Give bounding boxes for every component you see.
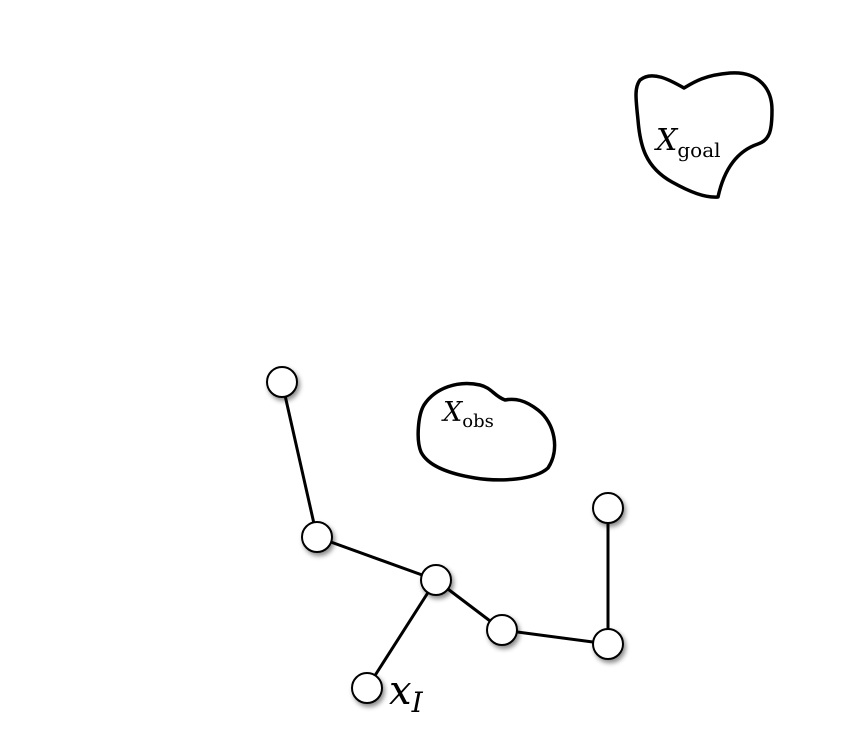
tree-node: [266, 366, 298, 398]
root-subscript: I: [411, 686, 424, 719]
root-symbol: x: [389, 668, 412, 714]
obstacle-region-outline: [416, 381, 557, 482]
tree-node: [592, 628, 624, 660]
goal-symbol: X: [654, 123, 679, 158]
tree-node: [592, 492, 624, 524]
goal-subscript: goal: [677, 138, 720, 162]
obstacle-region: Xobs: [416, 381, 557, 482]
obstacle-subscript: obs: [462, 411, 494, 432]
tree-edge: [501, 628, 609, 646]
tree-node: [486, 614, 518, 646]
tree-root-label: xI: [389, 668, 424, 719]
tree-root-node: [351, 672, 383, 704]
goal-region-outline: [634, 71, 774, 199]
tree-edge: [365, 579, 438, 689]
tree-node: [301, 521, 333, 553]
tree-edge: [316, 535, 437, 582]
obstacle-symbol: X: [441, 397, 464, 428]
goal-region: Xgoal: [634, 71, 774, 199]
tree-edge: [280, 381, 319, 538]
tree-node: [420, 564, 452, 596]
tree-nodes: [266, 366, 624, 704]
obstacle-region-label: Xobs: [441, 397, 494, 432]
goal-region-label: Xgoal: [654, 123, 721, 162]
